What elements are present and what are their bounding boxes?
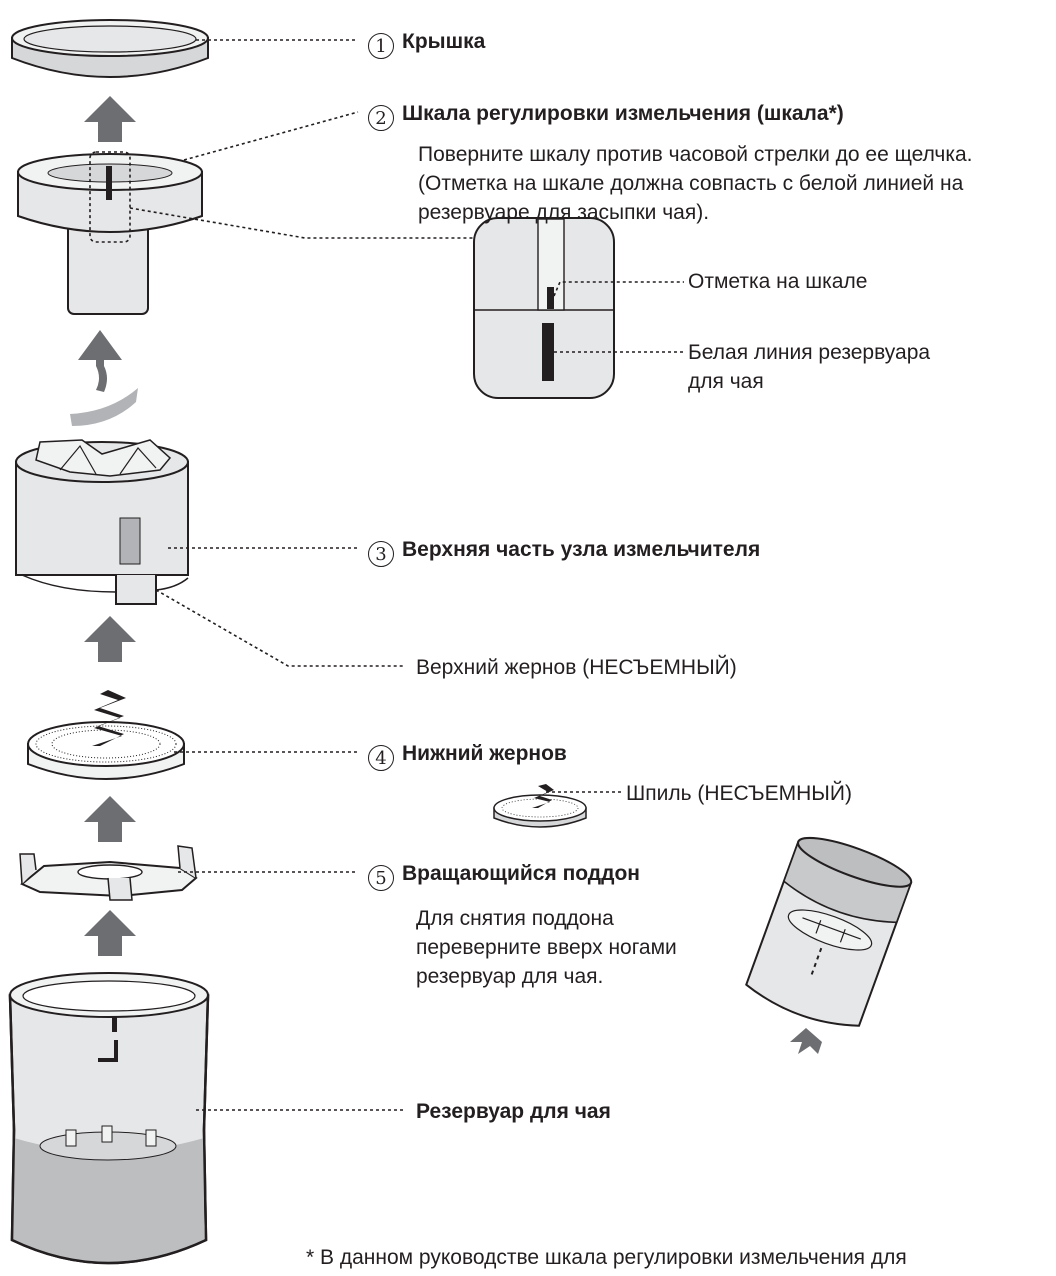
- leader-line-dial: [183, 111, 359, 161]
- dial-mark-callout: Отметка на шкале: [688, 270, 868, 293]
- assembly-arrow-4: [84, 796, 136, 842]
- reservoir-label: Резервуар для чая: [416, 1100, 611, 1123]
- dial-mark-detail: [473, 217, 615, 399]
- tray-description-line: резервуар для чая.: [416, 965, 604, 988]
- white-line-callout-line: Белая линия резервуара: [688, 341, 931, 364]
- spindle-detail: [493, 784, 587, 828]
- white-line-callout-line: для чая: [688, 370, 764, 393]
- grind-dial-label: 2 Шкала регулировки измельчения (шкала*): [368, 100, 844, 131]
- footnote: * В данном руководстве шкала регулировки…: [306, 1246, 907, 1269]
- grind-dial-description-line: резервуаре для засыпки чая).: [418, 201, 710, 224]
- tray-label-text: Вращающийся поддон: [402, 862, 640, 885]
- assembly-arrow-1: [84, 96, 136, 142]
- leader-line-upper-burr: [155, 589, 404, 667]
- lid-label-text: Крышка: [402, 30, 486, 53]
- part-number-2: 2: [368, 105, 394, 131]
- lower-burr-label: 4 Нижний жернов: [368, 740, 567, 771]
- removal-arrow: [790, 1028, 822, 1054]
- upper-part-label: 3 Верхняя часть узла измельчителя: [368, 536, 760, 567]
- grind-dial-description: Поверните шкалу против часовой стрелки д…: [418, 140, 973, 227]
- part-number-5: 5: [368, 865, 394, 891]
- assembly-arrow-5: [84, 910, 136, 956]
- upper-burr-callout: Верхний жернов (НЕСЪЕМНЫЙ): [416, 656, 737, 679]
- grind-dial-drawing: [17, 151, 203, 315]
- lid-label: 1 Крышка: [368, 28, 485, 59]
- leader-line-dial-mark: [553, 281, 684, 297]
- tray-label: 5 Вращающийся поддон: [368, 860, 640, 891]
- tray-description-line: Для снятия поддона: [416, 907, 614, 930]
- grind-dial-label-text: Шкала регулировки измельчения (шкала*): [402, 102, 844, 125]
- part-number-1: 1: [368, 33, 394, 59]
- part-number-3: 3: [368, 541, 394, 567]
- part-number-4: 4: [368, 745, 394, 771]
- inverted-reservoir-detail: [745, 836, 913, 1027]
- leader-line-zoom: [129, 207, 474, 239]
- lower-burr-label-text: Нижний жернов: [402, 742, 567, 765]
- tea-reservoir-drawing: [8, 972, 210, 1265]
- tray-description: Для снятия поддона переверните вверх ног…: [416, 904, 677, 991]
- upper-grinder-drawing: [15, 439, 189, 605]
- lower-burr-drawing: [27, 690, 185, 780]
- twist-arrow: [70, 330, 138, 426]
- assembly-arrow-3: [84, 616, 136, 662]
- grind-dial-description-line: Поверните шкалу против часовой стрелки д…: [418, 143, 973, 166]
- lid-drawing: [11, 19, 209, 78]
- spindle-callout: Шпиль (НЕСЪЕМНЫЙ): [626, 782, 852, 805]
- rotating-tray-drawing: [19, 845, 198, 901]
- tray-description-line: переверните вверх ногами: [416, 936, 677, 959]
- grind-dial-description-line: (Отметка на шкале должна совпасть с бело…: [418, 172, 964, 195]
- white-line-callout: Белая линия резервуара для чая: [688, 338, 930, 396]
- upper-part-label-text: Верхняя часть узла измельчителя: [402, 538, 761, 561]
